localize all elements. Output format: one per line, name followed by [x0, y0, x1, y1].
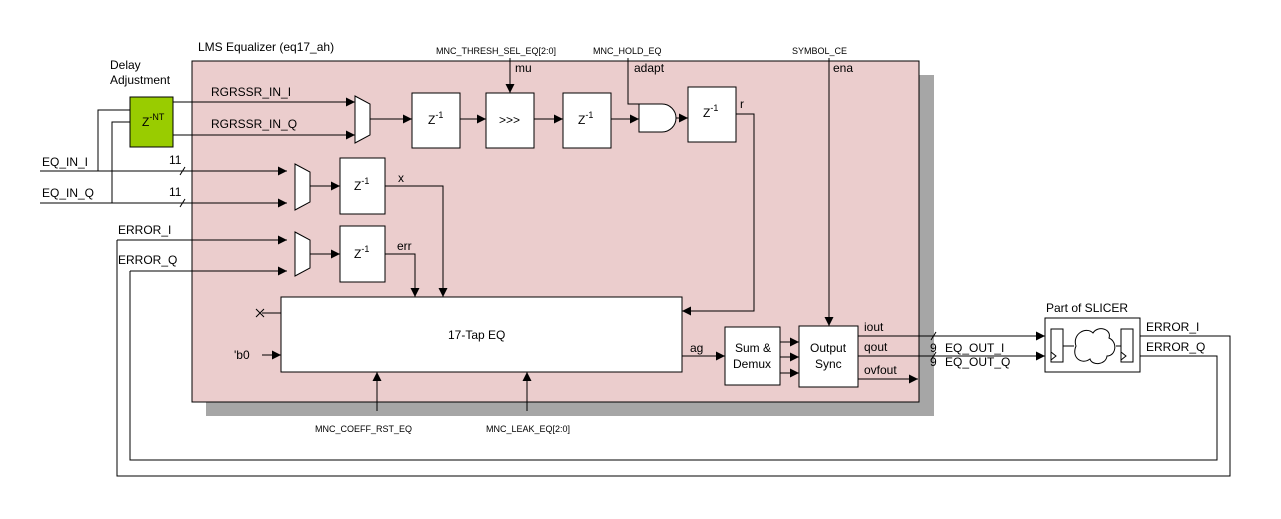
- r-label: r: [740, 97, 744, 111]
- hold-label: MNC_HOLD_EQ: [593, 46, 662, 56]
- iout-label: iout: [864, 320, 884, 334]
- slicer-flop-left-clock: [1050, 351, 1057, 361]
- adapt-label: adapt: [634, 61, 665, 75]
- z-inv-block-1: [411, 92, 461, 149]
- rgrssr-in-i-label: RGRSSR_IN_I: [211, 85, 291, 99]
- symbol-ce-label: SYMBOL_CE: [792, 46, 847, 56]
- output-sync-label-1: Output: [810, 341, 847, 355]
- delay-adjustment-label-1: Delay: [110, 58, 141, 72]
- eq-in-q-label: EQ_IN_Q: [42, 186, 94, 200]
- sum-demux-label-1: Sum &: [735, 341, 771, 355]
- slicer-flop-right-clock: [1120, 351, 1127, 361]
- delay-adjustment-label-2: Adjustment: [110, 73, 171, 87]
- eq-in-mux: [294, 163, 311, 211]
- output-sync-label-2: Sync: [815, 357, 842, 371]
- rgrssr-mux: [354, 95, 371, 144]
- bus-width-eq-out-q: 9: [930, 355, 937, 369]
- z-inv-symbol-5: Z-1: [354, 244, 369, 261]
- slicer-label: Part of SLICER: [1046, 301, 1128, 315]
- equalizer-title: LMS Equalizer (eq17_ah): [198, 40, 334, 54]
- bus-slash-eq-in-q: [179, 198, 186, 208]
- eq-in-i-label: EQ_IN_I: [42, 155, 88, 169]
- error-i-feedback: [116, 240, 1231, 477]
- bus-slash-eq-out-q: [930, 351, 937, 361]
- error-q-feedback: [129, 271, 1218, 461]
- z-inv-symbol-1: Z-1: [428, 110, 443, 127]
- ena-label: ena: [833, 61, 853, 75]
- error-q-label: ERROR_Q: [118, 253, 177, 267]
- err-wire: [385, 253, 420, 297]
- slicer-flop-right: [1120, 328, 1134, 363]
- bus-width-eq-out-i: 9: [930, 341, 937, 355]
- delay-adjustment-block: [129, 96, 174, 148]
- hold-wire: [627, 58, 639, 105]
- shift-label: >>>: [499, 113, 520, 127]
- z-inv-block-3: [687, 86, 737, 143]
- slicer-error-q-label: ERROR_Q: [1146, 340, 1205, 354]
- z-inv-block-4: [339, 157, 386, 215]
- r-wire: [682, 113, 755, 316]
- ag-label: ag: [690, 341, 703, 355]
- output-sync-block: [798, 325, 859, 388]
- tap-eq-block: [280, 296, 683, 373]
- error-i-label: ERROR_I: [118, 223, 171, 237]
- sum-demux-block: [724, 326, 781, 386]
- sum-demux-label-2: Demux: [733, 357, 771, 371]
- bus-slash-eq-in-i: [179, 166, 186, 176]
- z-inv-symbol-4: Z-1: [354, 176, 369, 193]
- b0-label: 'b0: [234, 348, 250, 362]
- eq-out-q-label: EQ_OUT_Q: [945, 355, 1010, 369]
- coeff-rst-label: MNC_COEFF_RST_EQ: [315, 424, 412, 434]
- x-wire: [385, 185, 448, 297]
- unused-output-x: [255, 308, 265, 318]
- rgrssr-in-q-label: RGRSSR_IN_Q: [211, 117, 297, 131]
- error-mux: [294, 231, 311, 277]
- slicer-logic-cloud: [1074, 328, 1116, 364]
- bus-slash-eq-out-i: [930, 331, 937, 341]
- qout-label: qout: [864, 340, 888, 354]
- and-gate: [638, 103, 677, 133]
- eq-in-q-tap: [111, 121, 130, 203]
- shift-block: [485, 92, 535, 149]
- bus-width-eq-in-q: 11: [169, 185, 182, 199]
- delay-adjustment-symbol: Z-NT: [142, 112, 165, 129]
- slicer-error-i-label: ERROR_I: [1146, 320, 1199, 334]
- x-label: x: [398, 171, 404, 185]
- mu-label: mu: [515, 61, 532, 75]
- thresh-sel-label: MNC_THRESH_SEL_EQ[2:0]: [436, 46, 556, 56]
- ovfout-label: ovfout: [864, 363, 897, 377]
- z-inv-symbol-2: Z-1: [578, 110, 593, 127]
- slicer-flop-left: [1050, 328, 1064, 363]
- z-inv-symbol-3: Z-1: [703, 103, 718, 120]
- eq-out-i-label: EQ_OUT_I: [945, 341, 1004, 355]
- err-label: err: [397, 239, 412, 253]
- z-inv-block-5: [339, 225, 386, 283]
- leak-label: MNC_LEAK_EQ[2:0]: [486, 424, 570, 434]
- z-inv-block-2: [562, 92, 612, 149]
- bus-width-eq-in-i: 11: [169, 153, 182, 167]
- tap-eq-label: 17-Tap EQ: [448, 328, 505, 342]
- eq-in-i-tap: [97, 109, 130, 171]
